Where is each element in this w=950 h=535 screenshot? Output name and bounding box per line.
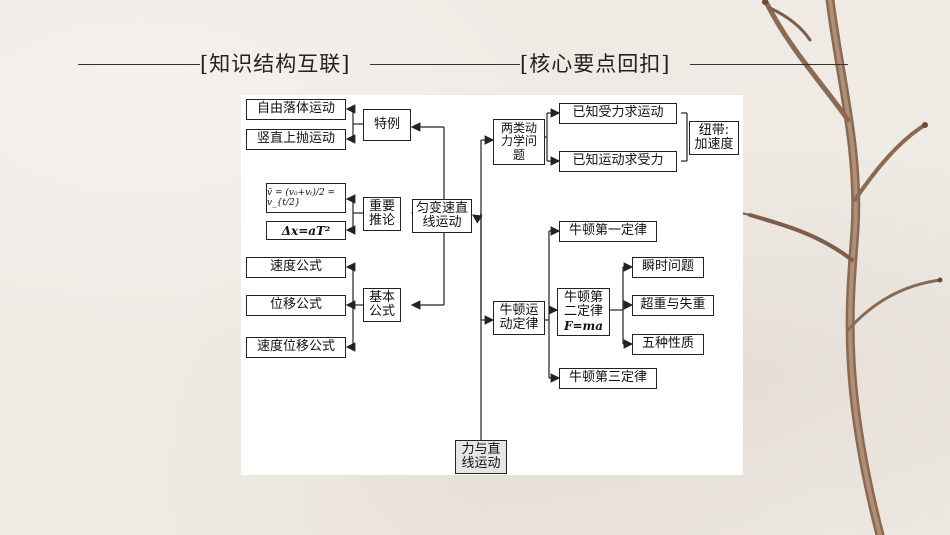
node-uniform-accelerated-motion: 匀变速直 线运动: [412, 199, 472, 233]
node-free-fall: 自由落体运动: [246, 99, 346, 120]
node-formula-delta-x: Δx=aT²: [266, 221, 346, 240]
node-five-properties: 五种性质: [632, 334, 704, 355]
node-basic-formulas: 基本 公式: [363, 288, 401, 322]
node-velocity-displacement-formula: 速度位移公式: [246, 337, 346, 358]
node-instant-problem: 瞬时问题: [632, 257, 704, 278]
node-newton-first-law: 牛顿第一定律: [559, 221, 657, 242]
node-formula-average-velocity: v̄ = (v₀+vₜ)/2 = v_{t/2}: [266, 183, 346, 213]
node-displacement-formula: 位移公式: [246, 295, 346, 316]
node-newton-second-law-label: 牛顿第 二定律: [563, 290, 603, 320]
header-title-right: [核心要点回扣]: [520, 52, 671, 76]
header-title-left: [知识结构互联]: [200, 52, 351, 76]
node-important-inference: 重要 推论: [363, 197, 401, 231]
node-two-types-dynamics: 两类动 力学问 题: [493, 119, 545, 165]
node-special-case: 特例: [363, 109, 411, 141]
node-newton-laws: 牛顿运 动定律: [493, 301, 545, 335]
node-known-motion-find-force: 已知运动求受力: [559, 151, 677, 172]
decorative-branch: [717, 0, 943, 535]
node-newton-third-law: 牛顿第三定律: [559, 368, 657, 389]
knowledge-structure-diagram: 自由落体运动 竖直上抛运动 特例 v̄ = (v₀+vₜ)/2 = v_{t/2…: [241, 95, 743, 475]
node-known-force-find-motion: 已知受力求运动: [559, 103, 677, 124]
node-root-force-linear-motion: 力与直 线运动: [455, 440, 507, 474]
node-velocity-formula: 速度公式: [246, 257, 346, 278]
node-link-acceleration: 纽带: 加速度: [689, 121, 739, 155]
node-newton-second-law: 牛顿第 二定律 F=ma: [557, 288, 610, 336]
header-line-right: [690, 64, 848, 65]
node-newton-second-law-formula: F=ma: [563, 318, 604, 333]
node-overweight-weightless: 超重与失重: [632, 295, 714, 316]
node-vertical-throw: 竖直上抛运动: [246, 129, 346, 150]
header-line-left: [78, 64, 200, 65]
header-line-middle: [370, 64, 520, 65]
